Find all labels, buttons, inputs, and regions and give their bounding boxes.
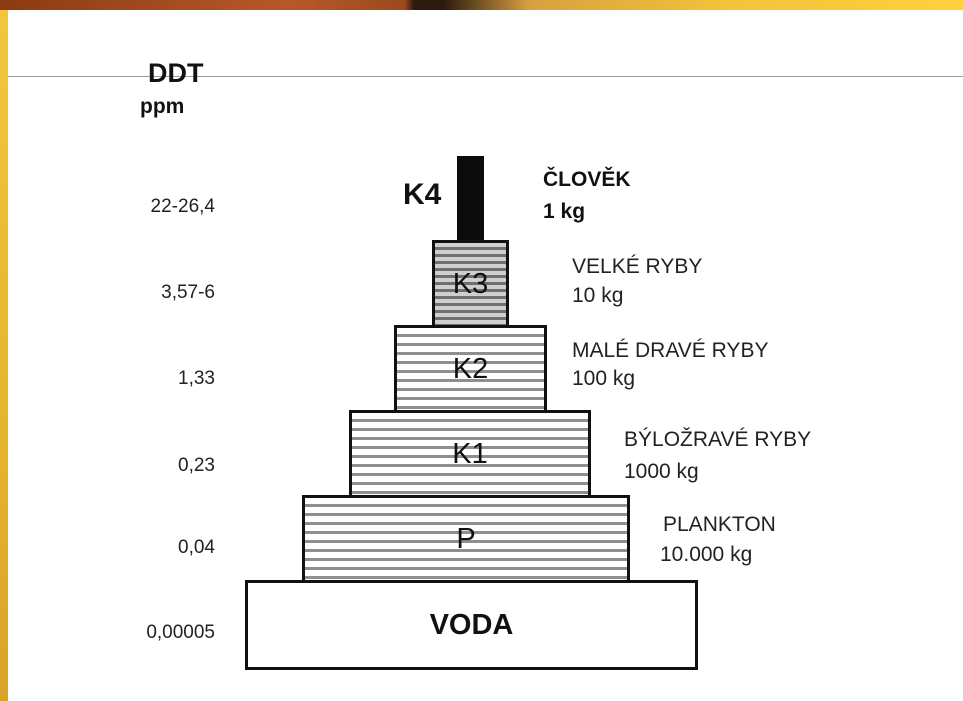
pyramid-level-k4 bbox=[457, 156, 484, 241]
organism-name-k1: BÝLOŽRAVÉ RYBY bbox=[624, 428, 812, 451]
level-label-voda: VODA bbox=[429, 608, 514, 641]
level-label-k3: K3 bbox=[452, 267, 489, 300]
organism-name-p: PLANKTON bbox=[663, 513, 776, 536]
concentration-k3: 3,57-6 bbox=[161, 282, 215, 303]
concentration-p: 0,04 bbox=[178, 537, 215, 558]
pyramid-level-voda: VODA bbox=[245, 580, 698, 670]
organism-mass-k4: 1 kg bbox=[543, 200, 586, 223]
pyramid-level-k1: K1 bbox=[349, 410, 591, 498]
concentration-k1: 0,23 bbox=[178, 455, 215, 476]
organism-mass-k1: 1000 kg bbox=[624, 460, 699, 483]
pyramid-level-k2: K2 bbox=[394, 325, 547, 413]
organism-name-k2: MALÉ DRAVÉ RYBY bbox=[572, 339, 769, 362]
level-label-k2: K2 bbox=[452, 352, 489, 385]
concentration-voda: 0,00005 bbox=[146, 622, 215, 643]
pyramid-level-k3: K3 bbox=[432, 240, 509, 328]
level-label-k4: K4 bbox=[403, 178, 442, 211]
pyramid-level-p: P bbox=[302, 495, 630, 583]
level-label-k1: K1 bbox=[452, 437, 488, 470]
title-rule bbox=[8, 76, 963, 77]
concentration-unit: ppm bbox=[140, 95, 185, 118]
organism-mass-p: 10.000 kg bbox=[660, 543, 753, 566]
level-label-p: P bbox=[456, 522, 476, 555]
organism-mass-k3: 10 kg bbox=[572, 284, 624, 307]
concentration-k2: 1,33 bbox=[178, 368, 215, 389]
slide-frame-top bbox=[0, 0, 963, 10]
organism-name-k4: ČLOVĚK bbox=[543, 168, 631, 191]
slide-frame-left bbox=[0, 10, 8, 701]
concentration-title: DDT bbox=[148, 58, 204, 88]
organism-mass-k2: 100 kg bbox=[572, 367, 636, 390]
concentration-k4: 22-26,4 bbox=[150, 196, 215, 217]
organism-name-k3: VELKÉ RYBY bbox=[572, 255, 703, 278]
